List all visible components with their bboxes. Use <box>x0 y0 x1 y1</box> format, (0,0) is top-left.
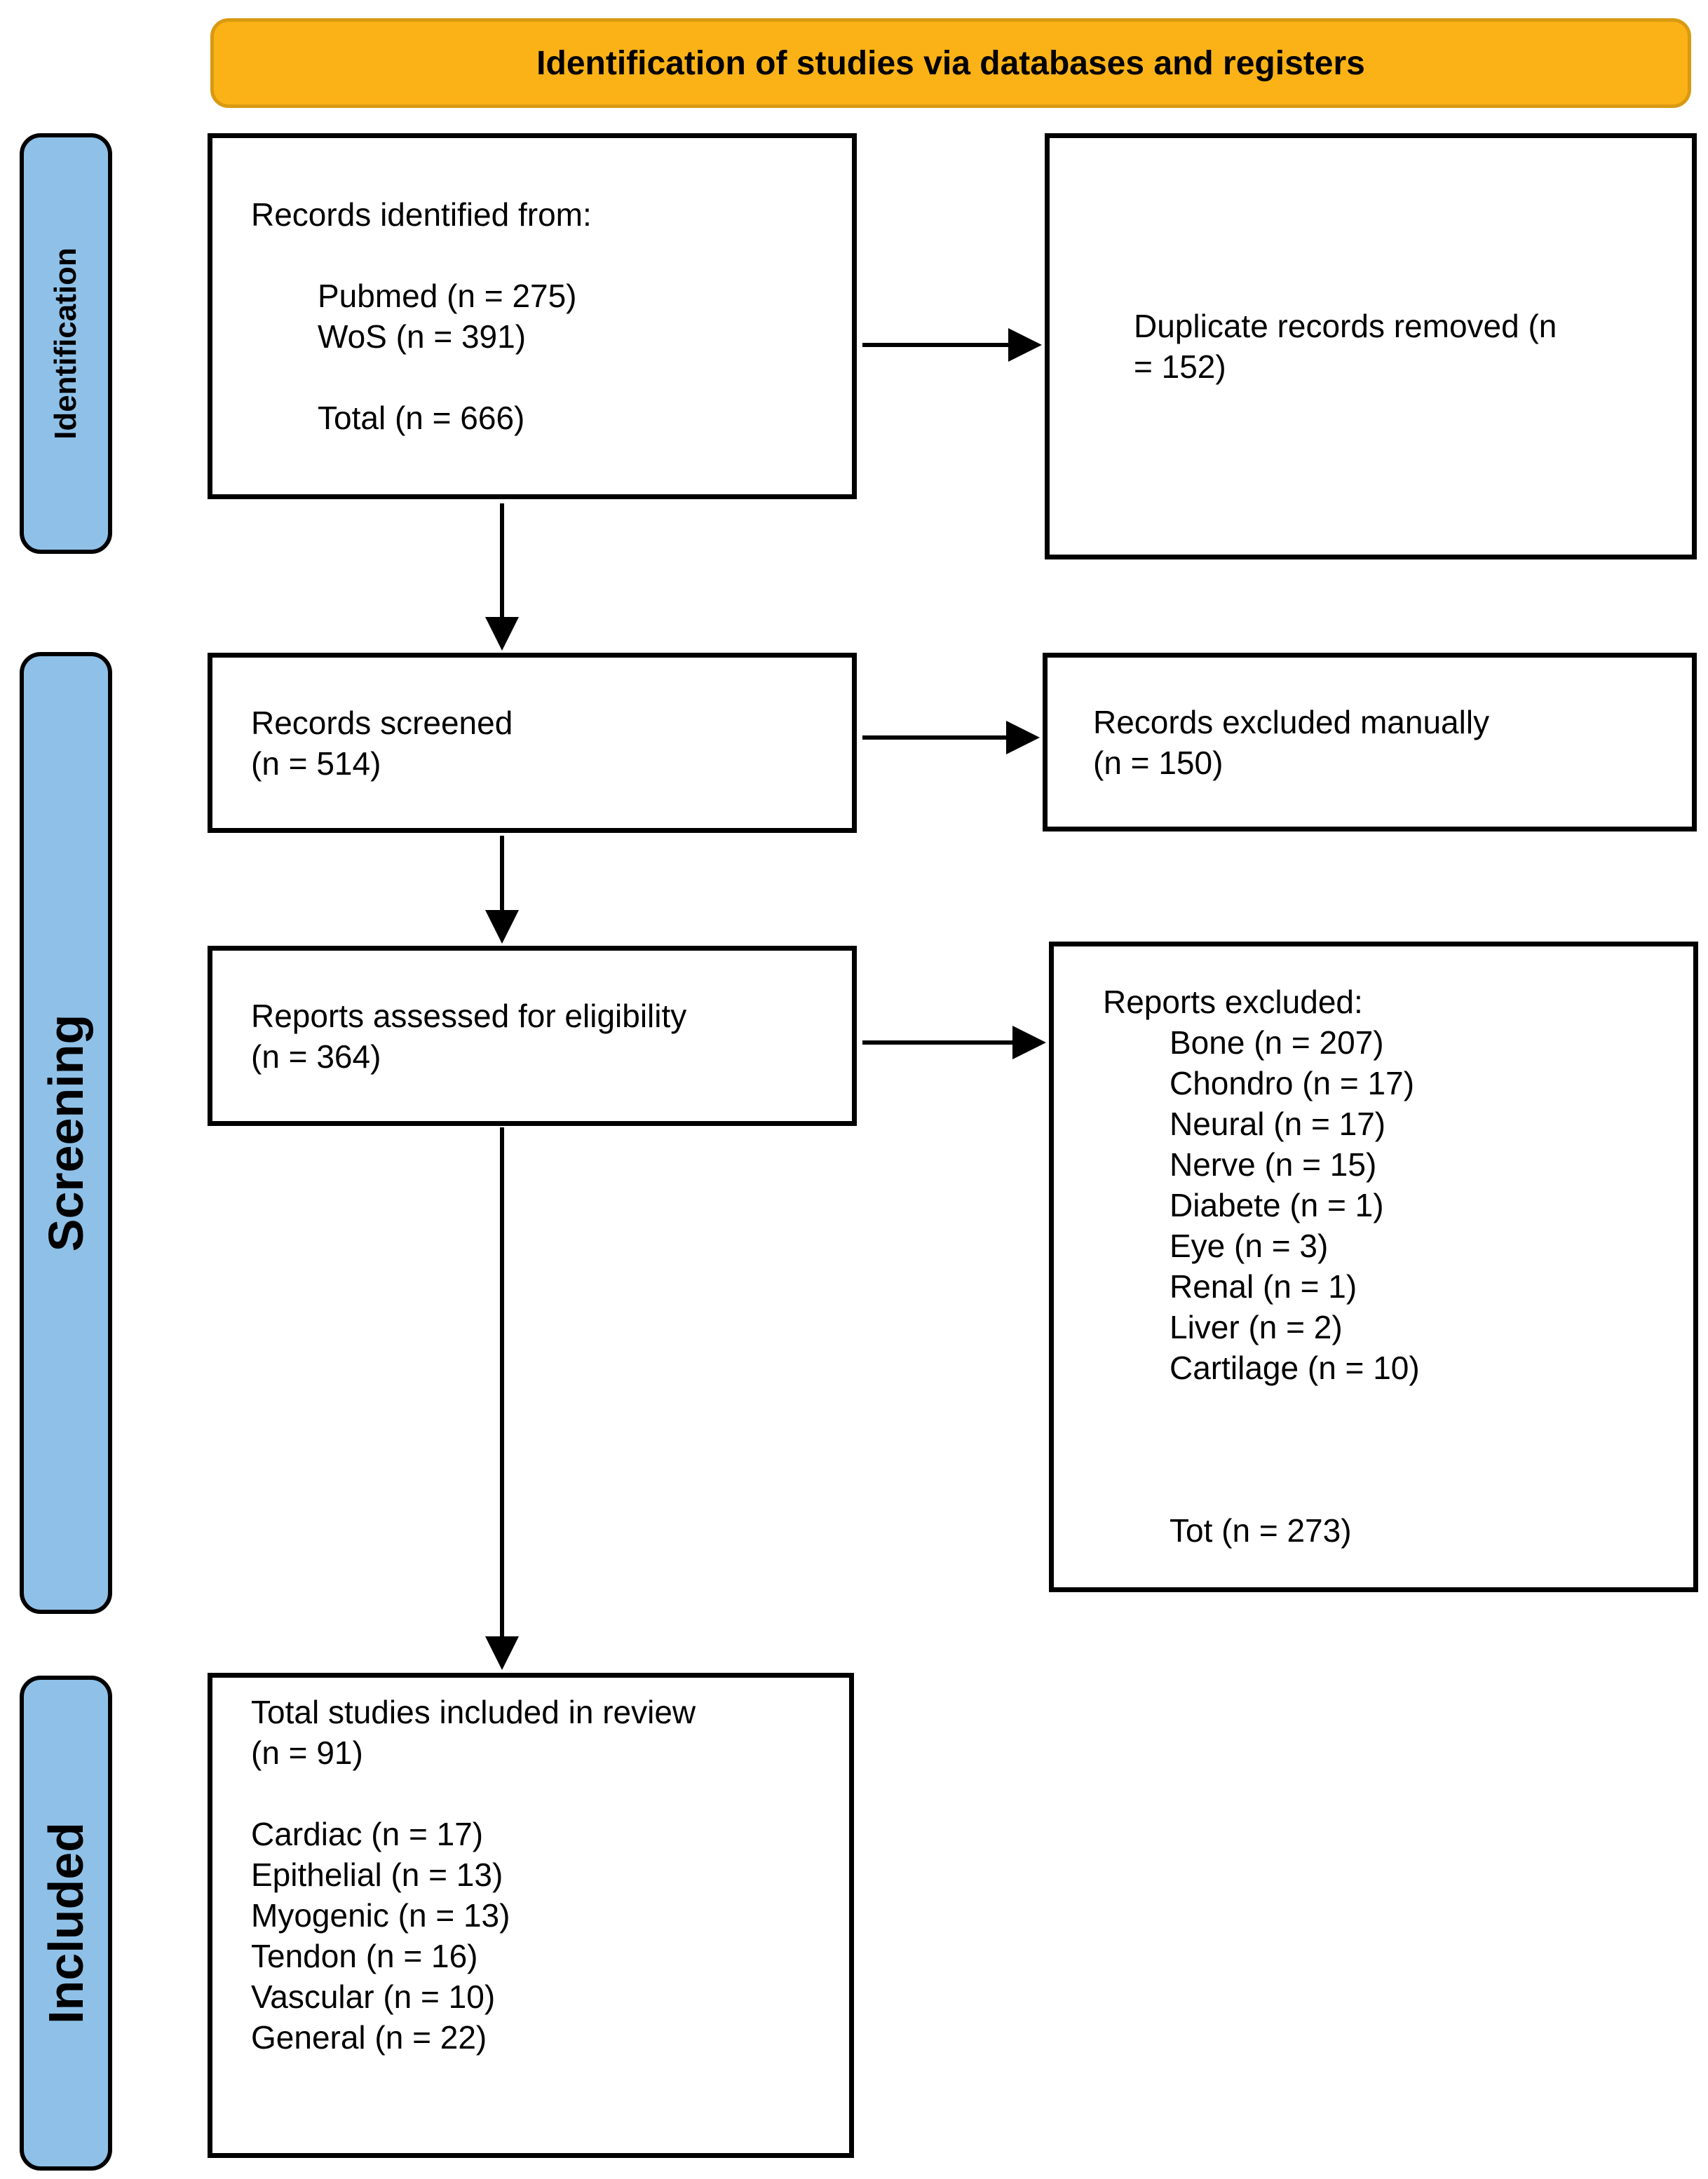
text-line: Records screened <box>251 704 513 741</box>
text-line <box>251 357 831 398</box>
text-line: Cardiac (n = 17) <box>251 1816 484 1852</box>
text-line: Duplicate records removed (n <box>1134 308 1557 344</box>
box-reports-assessed: Reports assessed for eligibility (n = 36… <box>208 946 857 1126</box>
banner-title: Identification of studies via databases … <box>210 18 1691 108</box>
text-line: Renal (n = 1) <box>1170 1268 1357 1305</box>
box-duplicates-removed: Duplicate records removed (n = 152) <box>1045 133 1697 559</box>
text-line: (n = 364) <box>251 1038 381 1075</box>
text-line: Records excluded manually <box>1093 703 1490 740</box>
text-line: Bone (n = 207) <box>1170 1024 1384 1061</box>
text-line: Liver (n = 2) <box>1170 1309 1343 1345</box>
text-line <box>251 1773 828 1814</box>
box-reports-excluded: Reports excluded: Bone (n = 207) Chondro… <box>1049 942 1698 1592</box>
stage-label-screening-text: Screening <box>39 1014 94 1252</box>
text-line: (n = 150) <box>1093 744 1224 781</box>
box-records-excluded-manually: Records excluded manually (n = 150) <box>1043 653 1697 831</box>
text-line <box>1103 1429 1665 1469</box>
text-line: Reports excluded: <box>1103 984 1363 1020</box>
stage-label-screening: Screening <box>20 652 112 1614</box>
stage-label-identification-text: Identification <box>48 247 83 440</box>
text-line: Tot (n = 273) <box>1170 1512 1352 1549</box>
text-line: Reports assessed for eligibility <box>251 997 687 1034</box>
text-line: Total (n = 666) <box>318 400 525 436</box>
text-line: Chondro (n = 17) <box>1170 1065 1415 1101</box>
text-line: Tendon (n = 16) <box>251 1938 478 1974</box>
text-line: Pubmed (n = 275) <box>318 278 577 314</box>
text-line: (n = 514) <box>251 745 381 782</box>
text-line: Vascular (n = 10) <box>251 1978 496 2015</box>
text-line: WoS (n = 391) <box>318 318 527 355</box>
text-line: (n = 91) <box>251 1735 363 1771</box>
text-line: Neural (n = 17) <box>1170 1106 1386 1142</box>
text-line: Diabete (n = 1) <box>1170 1187 1384 1223</box>
text-line: Eye (n = 3) <box>1170 1228 1329 1264</box>
box-studies-included: Total studies included in review (n = 91… <box>208 1673 854 2158</box>
text-line: General (n = 22) <box>251 2019 487 2056</box>
stage-label-included-text: Included <box>39 1822 94 2024</box>
text-line: Total studies included in review <box>251 1694 696 1730</box>
stage-label-included: Included <box>20 1676 112 2171</box>
text-line: Nerve (n = 15) <box>1170 1146 1377 1183</box>
stage-label-identification: Identification <box>20 133 112 554</box>
text-line <box>251 235 831 276</box>
box-records-screened: Records screened (n = 514) <box>208 653 857 833</box>
text-line <box>1103 1388 1665 1429</box>
text-line: Cartilage (n = 10) <box>1170 1350 1420 1386</box>
text-line: Myogenic (n = 13) <box>251 1897 510 1934</box>
text-line: = 152) <box>1134 348 1226 385</box>
text-line: Records identified from: <box>251 196 592 233</box>
text-line <box>1103 1469 1665 1510</box>
box-records-identified: Records identified from: Pubmed (n = 275… <box>208 133 857 499</box>
text-line: Epithelial (n = 13) <box>251 1856 503 1893</box>
